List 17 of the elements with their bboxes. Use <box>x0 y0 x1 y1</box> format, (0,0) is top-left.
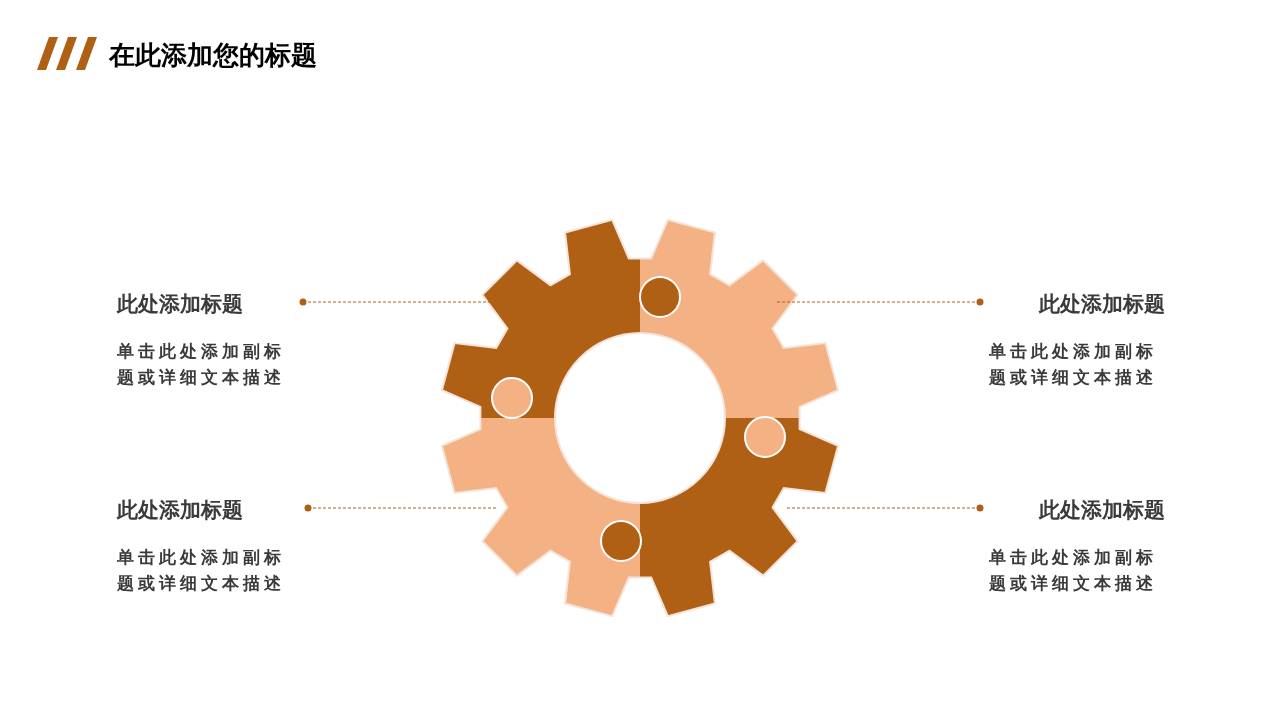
leader-line <box>774 298 984 306</box>
heading: 此处添加标题 <box>117 497 244 524</box>
leader-line <box>304 504 498 512</box>
gear-segment <box>440 218 640 418</box>
gear-segment <box>440 418 640 618</box>
heading: 此处添加标题 <box>1039 497 1165 524</box>
heading: 此处添加标题 <box>117 291 244 318</box>
title: 在此添加您的标题 <box>109 39 317 72</box>
description: 单击此处添加副标题或详细文本描述 <box>117 340 286 389</box>
description: 单击此处添加副标题或详细文本描述 <box>989 546 1158 595</box>
description: 单击此处添加副标题或详细文本描述 <box>989 340 1158 389</box>
description: 单击此处添加副标题或详细文本描述 <box>117 546 286 595</box>
heading: 此处添加标题 <box>1039 291 1165 318</box>
gear-segment <box>640 218 840 418</box>
leader-line <box>784 504 984 512</box>
gear-segment <box>640 418 840 618</box>
leader-line <box>299 298 493 306</box>
